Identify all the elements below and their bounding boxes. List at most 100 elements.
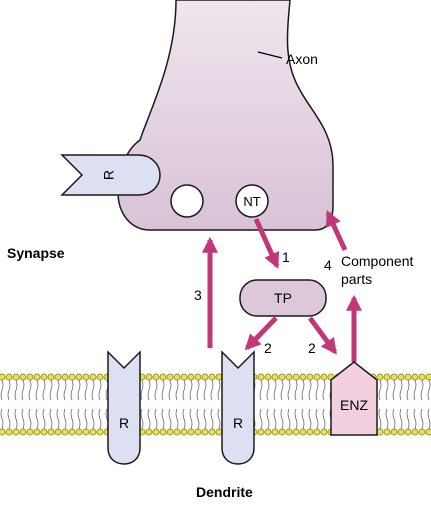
lipid-tail	[266, 408, 270, 430]
transporter-tp	[239, 279, 327, 317]
lipid-tail	[427, 379, 431, 401]
lipid-tail	[385, 379, 389, 401]
lipid-head	[285, 428, 293, 436]
lipid-tail	[301, 408, 305, 430]
lipid-tail	[168, 408, 172, 430]
axon-label: Axon	[286, 51, 318, 67]
lipid-head	[173, 428, 181, 436]
lipid-head	[383, 373, 391, 381]
component-parts-label-line2: parts	[341, 271, 372, 287]
lipid-head	[89, 428, 97, 436]
lipid-head	[257, 428, 265, 436]
lipid-tail	[147, 408, 151, 430]
lipid-tail	[308, 379, 312, 401]
lipid-tail	[399, 379, 403, 401]
lipid-head	[19, 373, 27, 381]
lipid-tail	[203, 379, 207, 401]
lipid-head	[292, 428, 300, 436]
lipid-tail	[154, 408, 158, 430]
step-4-label: 4	[324, 257, 332, 273]
step-2a-label: 2	[264, 340, 272, 356]
lipid-head	[208, 373, 216, 381]
lipid-tail	[287, 408, 291, 430]
lipid-tail	[217, 379, 221, 401]
lipid-tail	[175, 379, 179, 401]
pathway-arrows	[201, 210, 363, 362]
arrow-2-tp-to-receptor	[244, 316, 278, 351]
lipid-head	[313, 428, 321, 436]
lipid-tail	[420, 408, 424, 430]
lipid-head	[145, 373, 153, 381]
lipid-head	[82, 373, 90, 381]
lipid-head	[194, 373, 202, 381]
dendrite-label: Dendrite	[196, 484, 253, 500]
lipid-head	[5, 373, 13, 381]
lipid-head	[418, 373, 426, 381]
lipid-tail	[14, 379, 18, 401]
lipid-head	[376, 428, 384, 436]
lipid-tail	[56, 408, 60, 430]
lipid-head	[425, 373, 431, 381]
lipid-head	[166, 428, 174, 436]
lipid-tail	[70, 408, 74, 430]
lipid-head	[215, 373, 223, 381]
arrow-4-components-to-terminal	[325, 210, 348, 252]
lipid-tail	[385, 408, 389, 430]
axon-label-leader	[257, 51, 283, 59]
tp-label: TP	[274, 290, 292, 306]
lipid-tail	[42, 379, 46, 401]
step-1-label: 1	[282, 249, 290, 265]
lipid-tail	[259, 408, 263, 430]
lipid-head	[152, 373, 160, 381]
lipid-head	[390, 373, 398, 381]
lipid-head	[12, 373, 20, 381]
lipid-head	[201, 428, 209, 436]
lipid-tail	[196, 408, 200, 430]
lipid-tail	[378, 379, 382, 401]
lipid-head	[376, 373, 384, 381]
lipid-head	[187, 373, 195, 381]
lipid-head	[82, 428, 90, 436]
lipid-head	[180, 428, 188, 436]
lipid-tail	[21, 379, 25, 401]
lipid-head	[96, 428, 104, 436]
lipid-tail	[287, 379, 291, 401]
lipid-tail	[189, 408, 193, 430]
lipid-tail	[420, 379, 424, 401]
lipid-head	[89, 373, 97, 381]
lipid-tail	[217, 408, 221, 430]
lipid-tail	[63, 408, 67, 430]
nt-vesicle	[235, 184, 269, 218]
lipid-tail	[56, 379, 60, 401]
presynaptic-receptor: R	[60, 154, 161, 196]
lipid-tail	[413, 379, 417, 401]
lipid-tail	[7, 379, 11, 401]
lipid-tail	[189, 379, 193, 401]
step-3-label: 3	[194, 287, 202, 303]
lipid-head	[313, 373, 321, 381]
lipid-head	[159, 373, 167, 381]
lipid-tail	[98, 379, 102, 401]
lipid-tail	[21, 408, 25, 430]
enzyme-enz: ENZ	[330, 361, 378, 436]
lipid-tail	[273, 408, 277, 430]
lipid-tail	[322, 379, 326, 401]
lipid-tail	[280, 379, 284, 401]
lipid-tail	[259, 379, 263, 401]
lipid-head	[320, 428, 328, 436]
lipid-head	[397, 373, 405, 381]
lipid-tail	[161, 408, 165, 430]
lipid-head	[285, 373, 293, 381]
lipid-tail	[399, 408, 403, 430]
lipid-tail	[77, 408, 81, 430]
lipid-tail	[273, 379, 277, 401]
lipid-tail	[266, 379, 270, 401]
lipid-head	[264, 428, 272, 436]
lipid-tail	[0, 408, 4, 430]
lipid-tail	[406, 379, 410, 401]
lipid-head	[75, 373, 83, 381]
lipid-tail	[91, 379, 95, 401]
lipid-tail	[196, 379, 200, 401]
lipid-tail	[28, 408, 32, 430]
